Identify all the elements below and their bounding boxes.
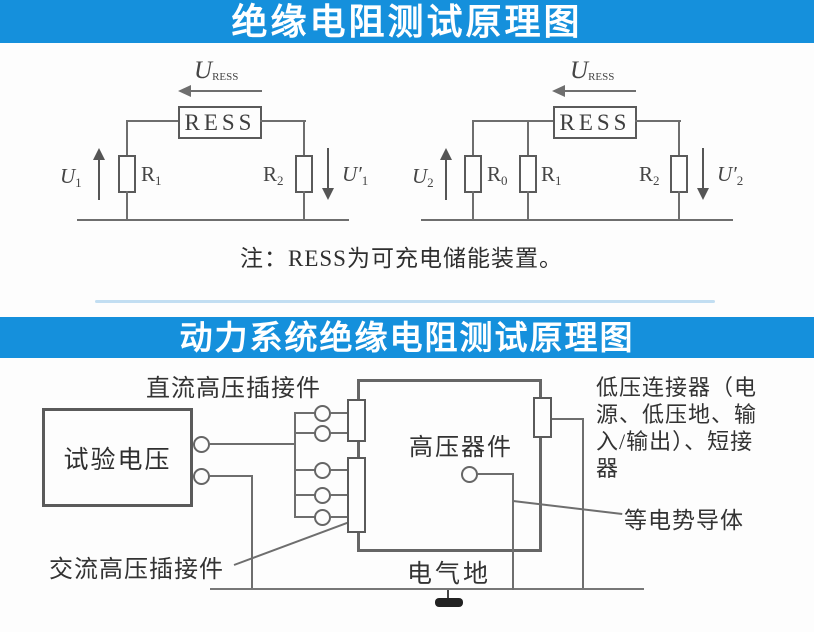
wire [447, 590, 449, 599]
hv-device-box [357, 379, 542, 552]
test-voltage-box: 试验电压 [42, 408, 193, 507]
ac-hv-connector-block [347, 457, 366, 533]
ress-note: 注：RESS为可充电储能装置。 [240, 246, 563, 271]
u1-prime-label: U′1 [342, 162, 369, 188]
hv-device-label: 高压器件 [409, 435, 513, 461]
current-arrow-left-icon [178, 85, 262, 97]
ress-box: RESS [178, 106, 262, 139]
wire [582, 418, 584, 590]
terminal-circle [314, 462, 331, 479]
equipotential-terminal-circle [461, 466, 478, 483]
page-title: 绝缘电阻测试原理图 [0, 0, 814, 43]
resistor-r0 [464, 155, 482, 193]
dc-hv-connector-block [347, 399, 366, 442]
wire [210, 443, 295, 445]
wire [472, 120, 553, 122]
wire [251, 475, 253, 590]
wire [527, 120, 529, 157]
r2-label: R2 [263, 162, 284, 188]
ress-box: RESS [553, 106, 637, 139]
terminal-circle [193, 468, 210, 485]
u1-label: U1 [60, 164, 82, 190]
r0-label: R0 [487, 162, 508, 188]
resistor-r1 [519, 155, 537, 193]
wire [678, 120, 680, 157]
ac-connector-label: 交流高压插接件 [49, 557, 224, 583]
u-ress-label: URESS [570, 57, 615, 84]
resistor-r2 [295, 155, 313, 193]
resistor-r1 [118, 155, 136, 193]
terminal-circle [314, 487, 331, 504]
terminal-circle [314, 425, 331, 442]
wire [303, 120, 305, 157]
equipotential-label: 等电势导体 [624, 508, 744, 533]
wire [635, 120, 681, 122]
voltage-arrow-up-icon [93, 148, 105, 200]
wire [295, 432, 315, 434]
wire [295, 494, 315, 496]
wire [295, 469, 315, 471]
wire [126, 120, 128, 157]
u2-label: U2 [412, 164, 434, 190]
wire [678, 191, 680, 221]
section-divider [95, 300, 715, 303]
electrical-ground-label: 电气地 [407, 561, 492, 588]
wire [331, 494, 348, 496]
wire [210, 475, 252, 477]
voltage-arrow-up-icon [440, 148, 452, 200]
current-arrow-left-icon [552, 85, 636, 97]
section-title: 动力系统绝缘电阻测试原理图 [0, 317, 814, 358]
bus-wire [294, 412, 296, 518]
terminal-circle [193, 436, 210, 453]
wire [472, 120, 474, 157]
wire [527, 191, 529, 221]
earth-ground-icon [435, 598, 463, 607]
u2-prime-label: U′2 [717, 162, 744, 188]
wire [260, 120, 306, 122]
u-ress-label: URESS [194, 57, 239, 84]
wire [295, 412, 315, 414]
wire [331, 432, 348, 434]
terminal-circle [314, 509, 331, 526]
resistor-r2 [670, 155, 688, 193]
r2-label: R2 [639, 162, 660, 188]
wire [295, 516, 315, 518]
test-voltage-label: 试验电压 [63, 446, 172, 474]
r1-label: R1 [541, 162, 562, 188]
terminal-circle [314, 405, 331, 422]
voltage-arrow-down-icon [322, 148, 334, 200]
wire [472, 191, 474, 221]
wire [127, 120, 178, 122]
voltage-arrow-down-icon [697, 148, 709, 200]
wire [331, 516, 348, 518]
ground-rail [77, 219, 349, 221]
wire [331, 469, 348, 471]
wire [478, 473, 514, 475]
dc-connector-label: 直流高压插接件 [146, 376, 321, 402]
lv-connector-block [533, 397, 552, 438]
wire [512, 473, 514, 590]
wire [552, 418, 584, 420]
ground-rail [210, 588, 644, 590]
ground-rail [421, 219, 733, 221]
wire [331, 412, 348, 414]
wire [126, 191, 128, 221]
lv-connector-label: 低压连接器（电源、低压地、输入/输出）、短接器 [596, 375, 758, 481]
wire [303, 191, 305, 221]
r1-label: R1 [141, 162, 162, 188]
